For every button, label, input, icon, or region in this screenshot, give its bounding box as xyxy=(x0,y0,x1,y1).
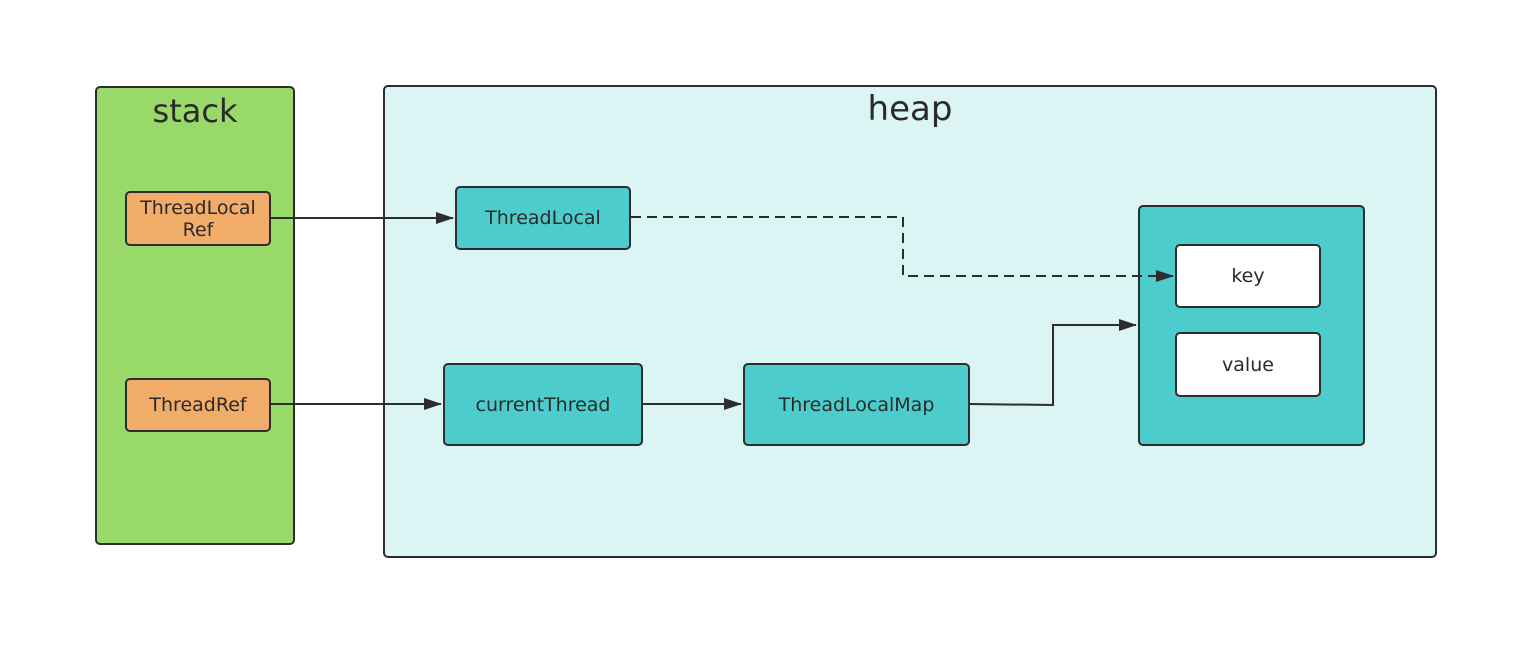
threadlocal-label: ThreadLocal xyxy=(485,207,601,229)
heap-title: heap xyxy=(867,89,953,129)
key-node[interactable]: key xyxy=(1175,244,1321,308)
key-label: key xyxy=(1231,265,1265,287)
threadlocal-ref-node[interactable]: ThreadLocal Ref xyxy=(125,191,271,246)
entry-node[interactable] xyxy=(1138,205,1365,446)
currentthread-node[interactable]: currentThread xyxy=(443,363,643,446)
stack-region: stack xyxy=(95,86,295,545)
threadlocal-ref-label: ThreadLocal Ref xyxy=(140,196,256,241)
threadlocalmap-node[interactable]: ThreadLocalMap xyxy=(743,363,970,446)
value-label: value xyxy=(1222,353,1274,376)
threadlocal-node[interactable]: ThreadLocal xyxy=(455,186,631,250)
threadref-node[interactable]: ThreadRef xyxy=(125,378,271,432)
threadref-label: ThreadRef xyxy=(149,394,247,416)
currentthread-label: currentThread xyxy=(475,393,611,416)
value-node[interactable]: value xyxy=(1175,332,1321,397)
threadlocalmap-label: ThreadLocalMap xyxy=(778,393,935,416)
stack-title: stack xyxy=(152,92,238,130)
